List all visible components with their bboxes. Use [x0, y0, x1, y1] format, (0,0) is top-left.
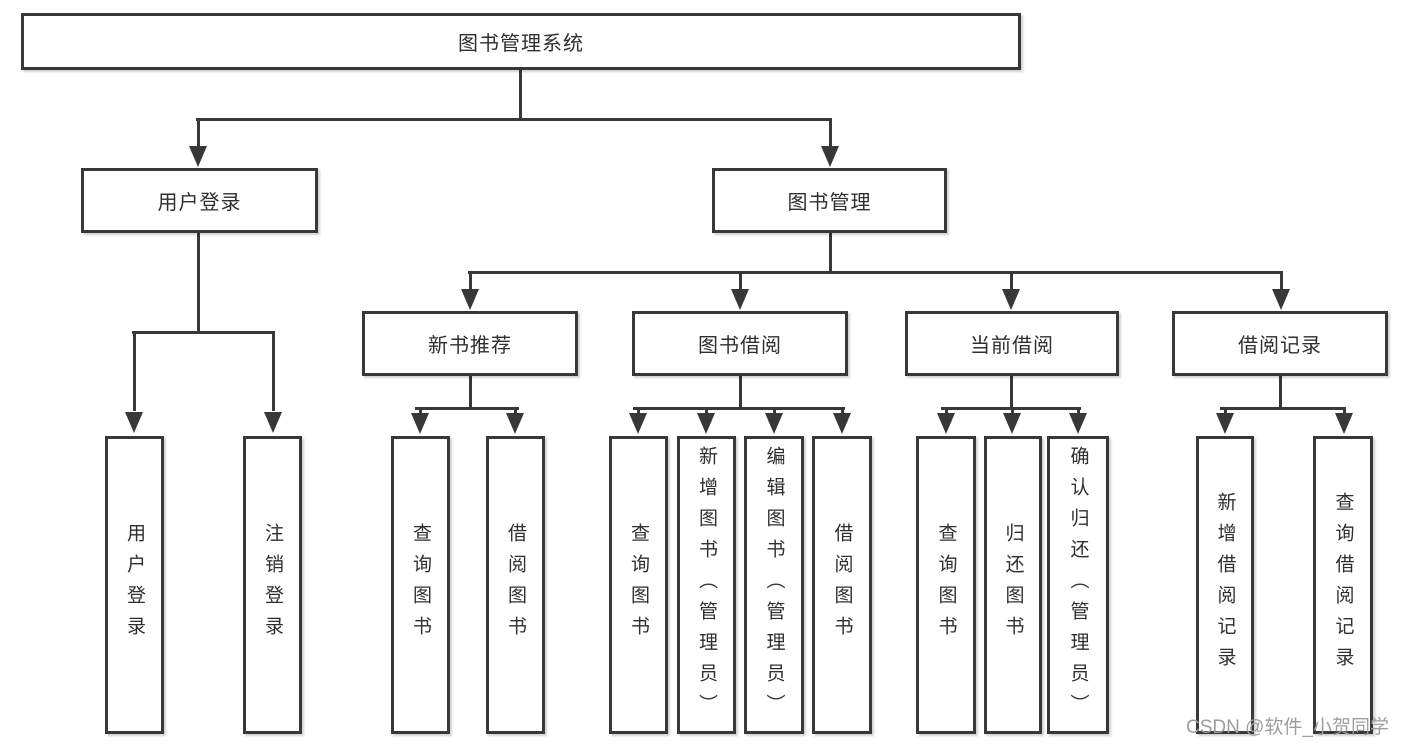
arrow-down-icon — [411, 413, 429, 434]
connector-line — [1010, 374, 1013, 410]
leaf-label: 归还图书 — [1002, 523, 1024, 647]
connector-line — [419, 407, 422, 415]
node-user-login: 用户登录 — [81, 168, 318, 233]
arrow-down-icon — [1216, 413, 1234, 434]
connector-line — [132, 331, 275, 334]
arrow-down-icon — [937, 413, 955, 434]
leaf-borrow-borrow-books: 借阅图书 — [812, 436, 872, 734]
connector-line — [272, 331, 275, 411]
leaf-label: 确认归还（管理员） — [1067, 445, 1089, 725]
node-label: 图书管理系统 — [458, 33, 584, 55]
leaf-current-query-books: 查询图书 — [916, 436, 976, 734]
connector-line — [468, 271, 1282, 274]
leaf-label: 查询借阅记录 — [1332, 492, 1354, 678]
node-label: 用户登录 — [157, 192, 242, 214]
connector-line — [133, 331, 136, 411]
connector-line — [739, 374, 742, 410]
leaf-label: 借阅图书 — [831, 523, 853, 647]
connector-line — [1280, 271, 1283, 291]
connector-line — [1077, 407, 1080, 415]
connector-line — [469, 374, 472, 410]
leaf-label: 新增图书（管理员） — [696, 445, 717, 725]
leaf-newbook-borrow-books: 借阅图书 — [486, 436, 545, 734]
connector-line — [514, 407, 517, 415]
node-book-borrow: 图书借阅 — [632, 311, 848, 376]
connector-line — [196, 118, 832, 121]
connector-line — [1220, 407, 1346, 410]
leaf-current-return-books: 归还图书 — [984, 436, 1042, 734]
csdn-watermark: CSDN @软件_小贺同学 — [1186, 717, 1389, 738]
connector-line — [197, 118, 200, 150]
connector-line — [633, 407, 845, 410]
arrow-down-icon — [731, 289, 749, 310]
connector-line — [1279, 374, 1282, 410]
connector-line — [637, 407, 640, 415]
arrow-down-icon — [833, 413, 851, 434]
arrow-down-icon — [461, 289, 479, 310]
arrow-down-icon — [697, 413, 715, 434]
leaf-label: 查询图书 — [628, 523, 649, 647]
connector-line — [519, 68, 522, 120]
leaf-record-query-borrow-record: 查询借阅记录 — [1313, 436, 1373, 734]
leaf-borrow-add-books-admin: 新增图书（管理员） — [677, 436, 736, 734]
leaf-user-login: 用户登录 — [105, 436, 164, 734]
leaf-borrow-edit-books-admin: 编辑图书（管理员） — [744, 436, 804, 734]
connector-line — [469, 271, 472, 291]
connector-line — [773, 407, 776, 415]
connector-line — [197, 230, 200, 334]
connector-line — [1224, 407, 1227, 415]
connector-line — [1011, 407, 1014, 415]
arrow-down-icon — [1272, 289, 1290, 310]
node-label: 图书管理 — [787, 192, 872, 214]
leaf-logout: 注销登录 — [243, 436, 302, 734]
node-label: 借阅记录 — [1238, 335, 1322, 357]
arrow-down-icon — [125, 412, 143, 433]
arrow-down-icon — [1335, 413, 1353, 434]
connector-line — [829, 118, 832, 150]
leaf-label: 查询图书 — [410, 523, 431, 647]
connector-line — [945, 407, 948, 415]
leaf-label: 查询图书 — [935, 523, 957, 647]
connector-line — [415, 407, 519, 410]
leaf-label: 借阅图书 — [505, 523, 526, 647]
arrow-down-icon — [264, 412, 282, 433]
leaf-borrow-query-books: 查询图书 — [609, 436, 668, 734]
connector-line — [841, 407, 844, 415]
arrow-down-icon — [821, 146, 839, 167]
arrow-down-icon — [189, 146, 207, 167]
node-label: 图书借阅 — [698, 335, 782, 357]
arrow-down-icon — [1002, 289, 1020, 310]
arrow-down-icon — [629, 413, 647, 434]
connector-line — [739, 271, 742, 291]
leaf-label: 用户登录 — [124, 523, 145, 647]
leaf-record-add-borrow-record: 新增借阅记录 — [1196, 436, 1254, 734]
arrow-down-icon — [1003, 413, 1021, 434]
node-current-borrow: 当前借阅 — [905, 311, 1119, 376]
arrow-down-icon — [1069, 413, 1087, 434]
connector-line — [829, 231, 832, 274]
arrow-down-icon — [506, 413, 524, 434]
node-new-book-recommend: 新书推荐 — [362, 311, 578, 376]
node-label: 当前借阅 — [970, 335, 1054, 357]
leaf-current-confirm-return-admin: 确认归还（管理员） — [1047, 436, 1109, 734]
arrow-down-icon — [765, 413, 783, 434]
node-book-management: 图书管理 — [712, 168, 947, 233]
connector-line — [1343, 407, 1346, 415]
node-borrow-record: 借阅记录 — [1172, 311, 1388, 376]
leaf-label: 注销登录 — [262, 523, 283, 647]
node-label: 新书推荐 — [428, 335, 512, 357]
leaf-label: 编辑图书（管理员） — [763, 445, 785, 725]
connector-line — [1010, 271, 1013, 291]
leaf-newbook-query-books: 查询图书 — [391, 436, 450, 734]
leaf-label: 新增借阅记录 — [1214, 492, 1236, 678]
node-library-management-system: 图书管理系统 — [21, 13, 1021, 70]
connector-line — [705, 407, 708, 415]
